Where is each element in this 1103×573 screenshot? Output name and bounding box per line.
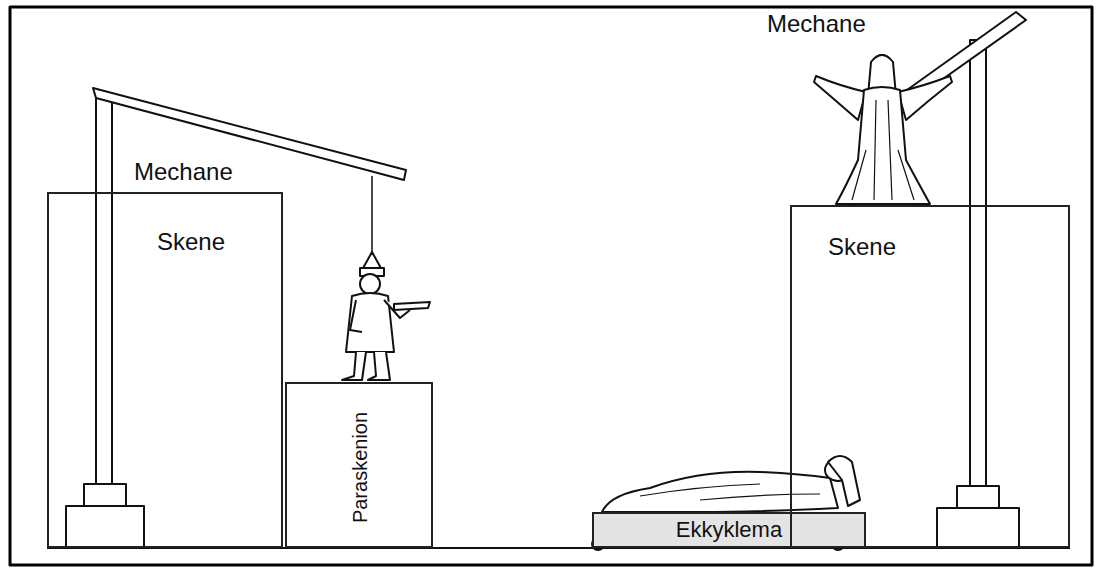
part-name: Ekkyklema (676, 517, 782, 543)
suspended-actor-figure (342, 252, 430, 380)
right-mechane-crane (893, 12, 1026, 548)
part-name: Skene (157, 228, 225, 256)
ekkyklema-platform: Ekkyklema (592, 512, 866, 548)
deity-figure (814, 55, 952, 204)
frame (10, 7, 1092, 565)
mechane-label: Mechane (134, 158, 233, 186)
paraskenion-wing: Paraskenion (285, 382, 433, 548)
part-name: Paraskenion (350, 411, 373, 522)
skene-building: Skene (47, 192, 283, 548)
part-name: Skene (828, 233, 896, 261)
left-mechane-crane (66, 88, 406, 548)
skene-building: Skene (790, 205, 1070, 548)
mechane-label: Mechane (767, 10, 866, 38)
reclining-figure (602, 456, 860, 512)
